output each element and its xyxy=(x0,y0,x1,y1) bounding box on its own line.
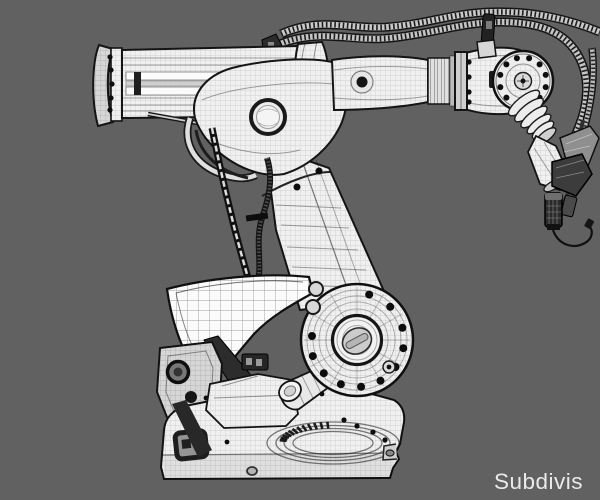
base-bolts xyxy=(224,417,388,445)
cable-with-core xyxy=(208,127,257,297)
disc-mesh-rings xyxy=(306,289,408,391)
hose-strand-lower xyxy=(278,17,591,173)
shoulder-joint-disc xyxy=(299,281,415,398)
hub-slit xyxy=(345,333,369,349)
elbow-port-inner xyxy=(256,105,280,129)
wrist-flange-ring xyxy=(454,51,468,111)
base-platform xyxy=(159,367,406,481)
disc-bolt-ring xyxy=(308,290,408,391)
tool-canister xyxy=(544,192,563,230)
tool-wire xyxy=(551,225,593,247)
end-cap-bolts xyxy=(107,54,115,113)
base-front-hole xyxy=(246,466,258,476)
tool-side-cylinder xyxy=(560,194,578,218)
tube-body xyxy=(330,55,429,112)
base-dark-strut xyxy=(172,400,212,457)
bracket-hole xyxy=(185,391,197,403)
pin-boss xyxy=(308,281,324,297)
lower-arm-boom xyxy=(261,144,389,312)
watermark-text: Subdivis xyxy=(494,469,583,494)
wire-connector xyxy=(584,218,594,229)
cable-clamp xyxy=(245,212,269,222)
carousel-housing xyxy=(205,373,299,429)
elbow-joint xyxy=(183,58,348,183)
tool-plate-upper xyxy=(559,125,600,167)
boom-bolt xyxy=(315,167,323,175)
notch-hole xyxy=(385,449,395,457)
flange-bolt-nubs xyxy=(466,59,472,105)
turntable-rings xyxy=(266,421,400,465)
end-cap-flange xyxy=(92,43,115,128)
turntable-gear xyxy=(279,421,330,443)
pin-boss xyxy=(305,299,321,315)
dress-pack-hoses xyxy=(261,7,600,188)
slotted-block xyxy=(241,353,269,371)
tool-block xyxy=(551,153,593,197)
tube-fitting-bolt xyxy=(356,76,368,88)
ribbed-joint xyxy=(427,57,451,105)
hose-strand-upper xyxy=(279,7,600,39)
end-effector-tool xyxy=(544,119,600,247)
rod-stop-block xyxy=(134,72,141,95)
elbow-strap xyxy=(194,129,249,180)
boom-bolt xyxy=(293,183,301,191)
hose-bracket-mount xyxy=(476,39,497,59)
